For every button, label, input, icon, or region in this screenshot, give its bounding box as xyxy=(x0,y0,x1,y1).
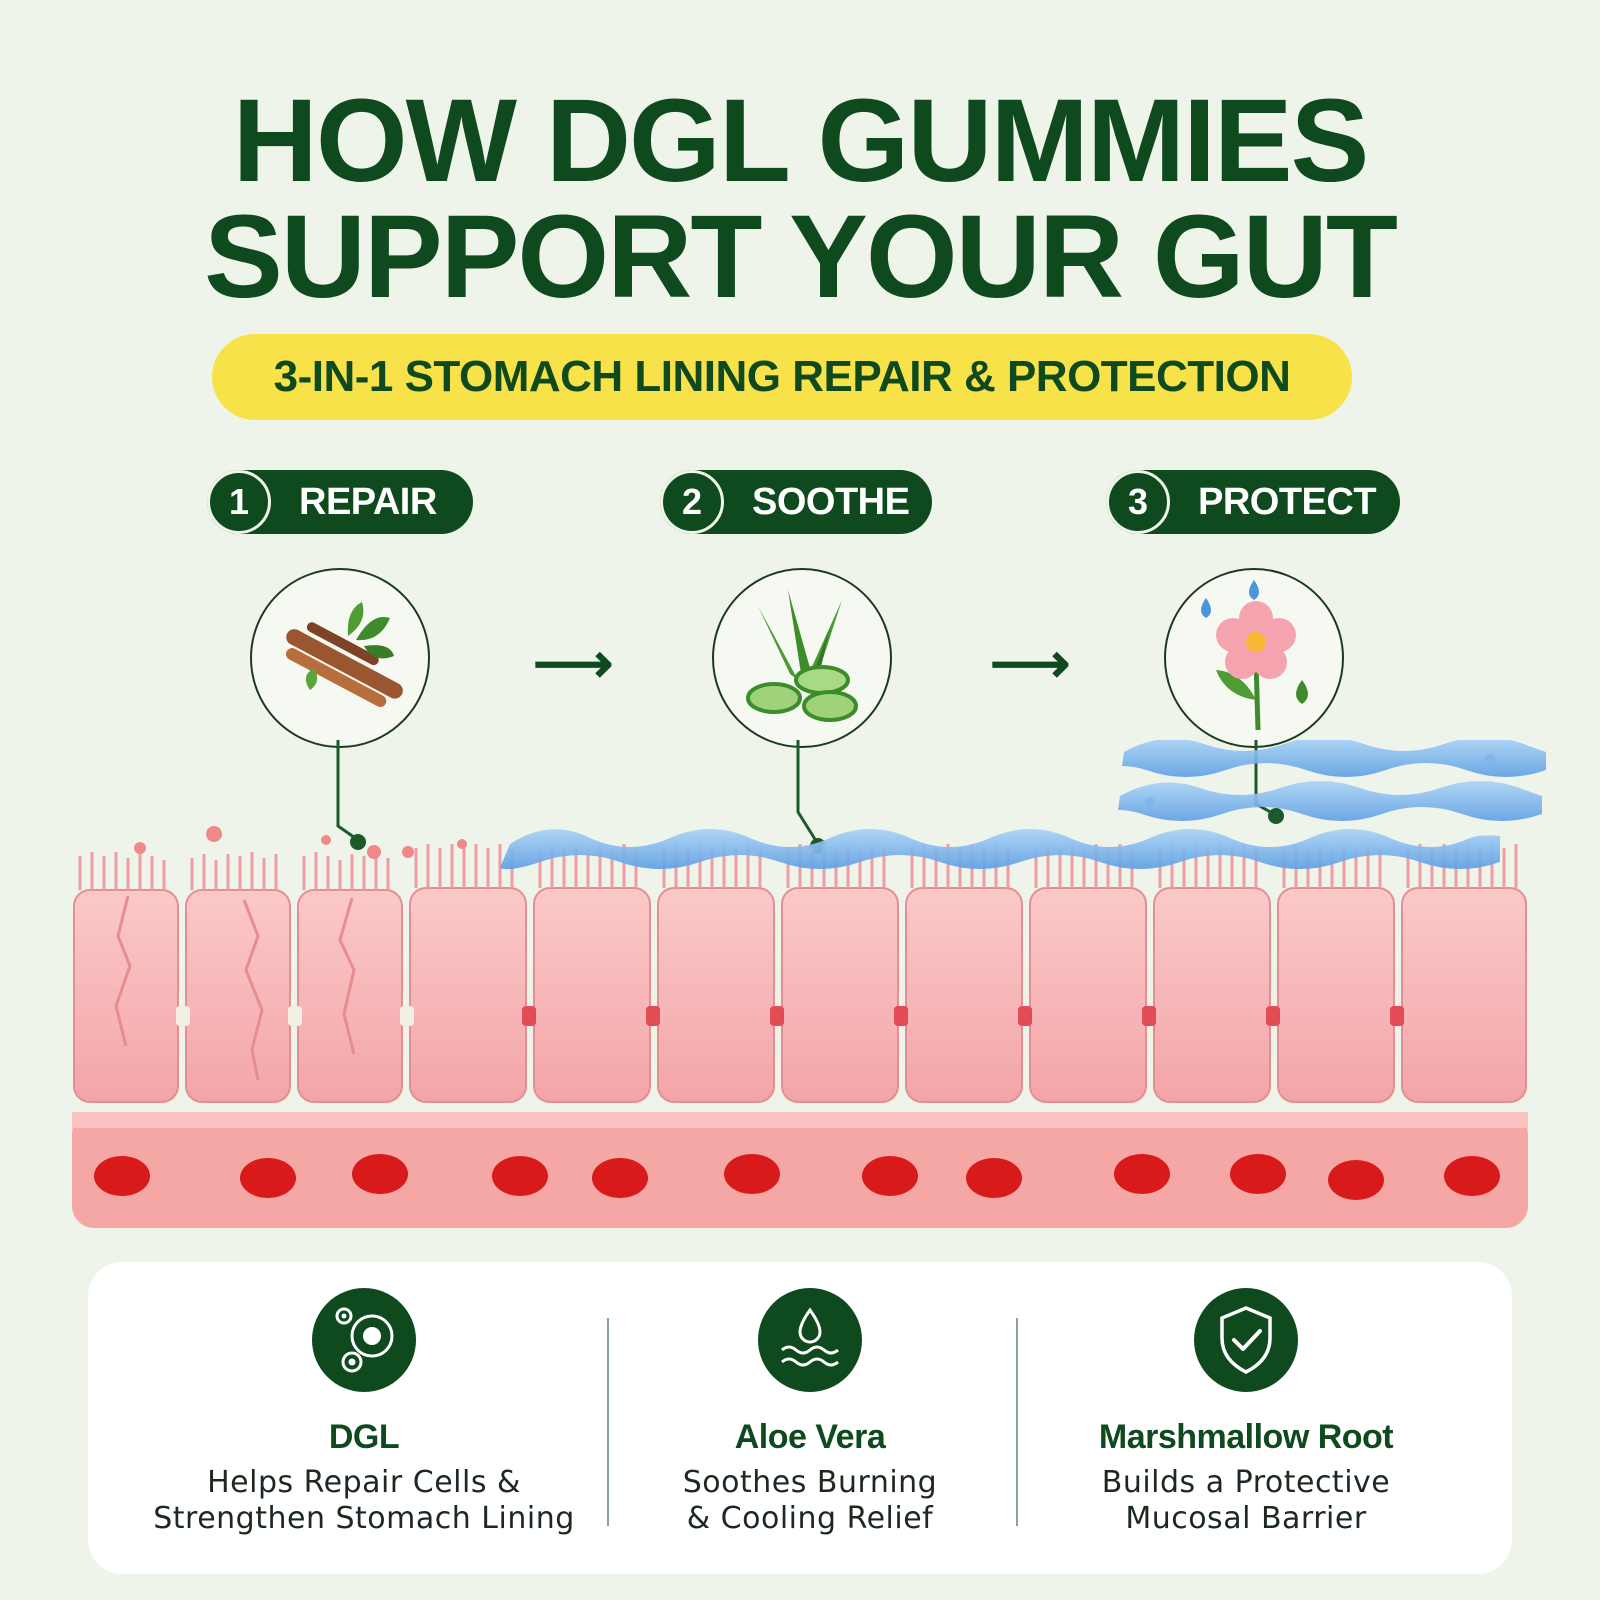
headline-line-2: SUPPORT YOUR GUT xyxy=(204,191,1398,323)
stomach-lining-illustration xyxy=(72,740,1546,1228)
subtitle-banner: 3-IN-1 STOMACH LINING REPAIR & PROTECTIO… xyxy=(212,334,1352,420)
feature-description-line-1: Builds a Protective xyxy=(1101,1465,1391,1500)
step-label: PROTECT xyxy=(1198,481,1377,523)
licorice-root-icon xyxy=(250,568,430,748)
step-number: 1 xyxy=(207,470,271,534)
arrow-right-icon: ⟶ xyxy=(533,631,614,694)
card-divider xyxy=(1016,1318,1018,1526)
subtitle-text: 3-IN-1 STOMACH LINING REPAIR & PROTECTIO… xyxy=(273,352,1291,401)
headline-line-1: HOW DGL GUMMIES xyxy=(232,75,1370,207)
water-drop-icon xyxy=(758,1288,862,1392)
step-badge-soothe: 2 SOOTHE xyxy=(660,470,932,534)
feature-description-line-2: & Cooling Relief xyxy=(686,1501,934,1536)
feature-title: Aloe Vera xyxy=(734,1418,886,1456)
shield-check-icon xyxy=(1194,1288,1298,1392)
feature-marshmallow-root: Marshmallow Root Builds a Protective Muc… xyxy=(1026,1288,1466,1537)
step-number: 2 xyxy=(660,470,724,534)
cells-icon xyxy=(312,1288,416,1392)
step-label: REPAIR xyxy=(299,481,437,523)
feature-aloe-vera: Aloe Vera Soothes Burning & Cooling Reli… xyxy=(590,1288,1030,1537)
marshmallow-flower-icon xyxy=(1164,568,1344,748)
aloe-vera-icon xyxy=(712,568,892,748)
step-number: 3 xyxy=(1106,470,1170,534)
step-label: SOOTHE xyxy=(752,481,910,523)
feature-description-line-1: Helps Repair Cells & xyxy=(207,1465,521,1500)
feature-dgl: DGL Helps Repair Cells & Strengthen Stom… xyxy=(144,1288,584,1537)
step-badge-repair: 1 REPAIR xyxy=(207,470,473,534)
arrow-right-icon: ⟶ xyxy=(990,631,1071,694)
feature-title: DGL xyxy=(328,1418,400,1456)
step-badge-protect: 3 PROTECT xyxy=(1106,470,1400,534)
feature-title: Marshmallow Root xyxy=(1098,1418,1394,1456)
feature-description-line-1: Soothes Burning xyxy=(682,1465,938,1500)
feature-description-line-2: Strengthen Stomach Lining xyxy=(153,1501,575,1536)
feature-description-line-2: Mucosal Barrier xyxy=(1125,1501,1367,1536)
card-divider xyxy=(607,1318,609,1526)
